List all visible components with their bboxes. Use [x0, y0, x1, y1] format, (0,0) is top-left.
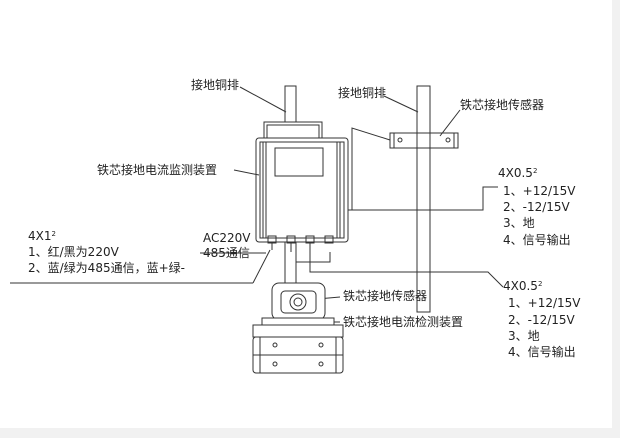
label-monitor-device: 铁芯接地电流监测装置 [97, 163, 218, 177]
wire-device-top [348, 186, 498, 211]
label-cable-left-item-1: 1、红/黑为220V [28, 245, 119, 259]
label-cable-right-bottom-item-2: 2、-12/15V [508, 313, 575, 327]
label-sensor-bottom: 铁芯接地传感器 [343, 289, 428, 303]
monitor-device-drawing [255, 121, 349, 252]
label-cable-left-spec: 4X12 [28, 229, 56, 243]
label-cable-right-bottom-item-1: 1、+12/15V [508, 296, 581, 310]
label-cable-left-item-2: 2、蓝/绿为485通信，蓝+绿- [28, 261, 185, 275]
label-cable-right-top-item-4: 4、信号输出 [503, 233, 571, 247]
image-right-border [612, 0, 620, 438]
label-cable-right-top-item-1: 1、+12/15V [503, 184, 576, 198]
right-clamp-sensor [389, 132, 459, 149]
wire-sensor-to-device [348, 127, 391, 211]
label-detect-device: 铁芯接地电流检测装置 [343, 315, 464, 329]
bottom-sensor-drawing [252, 282, 344, 374]
label-485-comm: 485通信 [203, 246, 250, 260]
right-copper-bar [416, 85, 431, 313]
label-copper-bar-left: 接地铜排 [191, 78, 240, 92]
label-cable-right-bottom-item-4: 4、信号输出 [508, 345, 576, 359]
label-copper-bar-right: 接地铜排 [338, 86, 387, 100]
label-cable-right-top-item-3: 3、地 [503, 216, 535, 230]
image-bottom-border [0, 428, 620, 438]
wire-device-bottom [309, 250, 504, 288]
label-cable-right-top-item-2: 2、-12/15V [503, 200, 570, 214]
label-ac220v: AC220V [203, 231, 251, 245]
label-cable-right-top-spec: 4X0.52 [498, 166, 538, 180]
label-sensor-right: 铁芯接地传感器 [460, 98, 545, 112]
label-cable-right-bottom-item-3: 3、地 [508, 329, 540, 343]
label-cable-right-bottom-spec: 4X0.52 [503, 279, 543, 293]
